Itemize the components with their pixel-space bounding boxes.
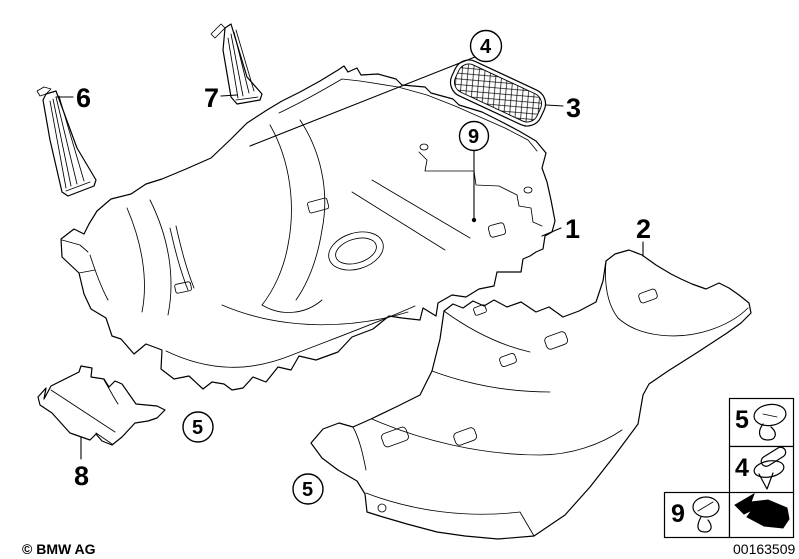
legend-box-arrow (728, 491, 795, 539)
direction-arrow-icon (734, 492, 790, 529)
callout-7: 7 (204, 83, 238, 113)
legend-box-9: 9 (663, 491, 731, 539)
callout-9: 9 (458, 120, 490, 223)
callout-7-label: 7 (204, 83, 219, 113)
part-8-footrest-mat (37, 365, 166, 446)
legend-9-label: 9 (671, 500, 685, 528)
legend-5-label: 5 (735, 406, 749, 434)
callout-6: 6 (55, 83, 91, 113)
callout-8-label: 8 (74, 461, 89, 491)
legend-box-4: 4 (728, 445, 795, 496)
expanding-rivet-icon (753, 446, 787, 490)
part-3-net-pocket (449, 59, 547, 127)
slotted-plug-icon (692, 496, 720, 533)
callout-5-rear-label: 5 (302, 479, 313, 501)
callout-6-label: 6 (76, 83, 91, 113)
part-2-rear-floor-carpet (310, 249, 752, 540)
callout-9-circle (458, 120, 490, 152)
callout-4-label: 4 (480, 36, 492, 58)
callout-1-label: 1 (565, 214, 580, 244)
callout-2-label: 2 (636, 214, 651, 244)
callout-9-label: 9 (468, 126, 479, 148)
callout-2: 2 (636, 214, 651, 257)
copyright-text: © BMW AG (22, 541, 96, 557)
callout-3-label: 3 (566, 93, 581, 123)
callout-5-front: 5 (182, 411, 214, 443)
legend-box-5: 5 (728, 397, 795, 448)
legend: 5 4 9 (663, 397, 795, 539)
part-1-front-floor-carpet (60, 65, 556, 391)
callout-4: 4 (249, 29, 503, 147)
callout-1: 1 (541, 214, 580, 244)
part-7-pillar-trim (210, 23, 263, 105)
image-number: 00163509 (733, 541, 796, 557)
legend-4-label: 4 (735, 454, 749, 482)
callout-5-front-label: 5 (192, 417, 203, 439)
callout-3: 3 (545, 93, 581, 123)
callout-8: 8 (74, 436, 89, 491)
callout-5-rear: 5 (292, 473, 324, 505)
grommet-clip-icon (753, 403, 787, 441)
part-6-pillar-trim (36, 86, 97, 197)
callout-5-rear-circle (292, 473, 324, 505)
callout-4-circle (469, 29, 503, 63)
callout-5-front-circle (182, 411, 214, 443)
